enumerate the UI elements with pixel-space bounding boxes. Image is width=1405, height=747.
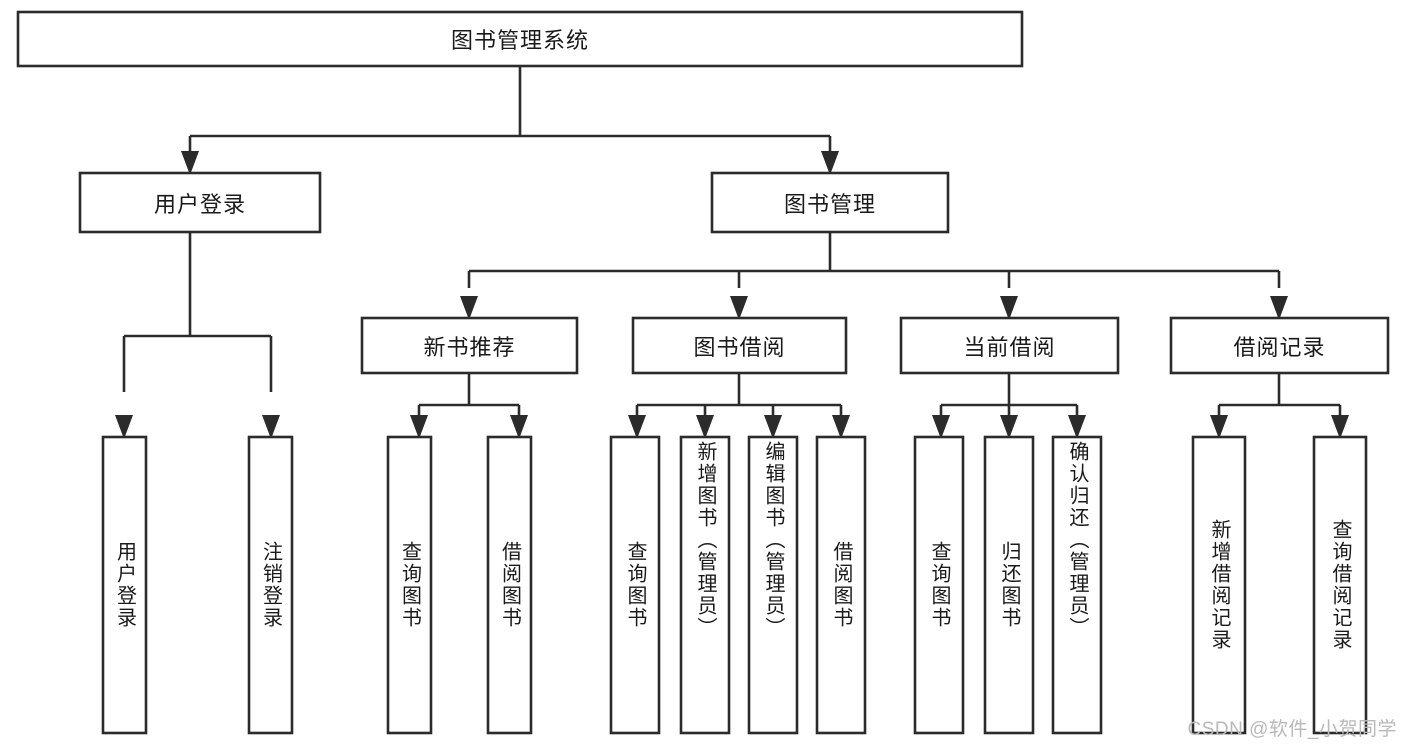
- arrowhead-book-borrow: [730, 296, 748, 320]
- arrowhead-leaf-borrow-book-2: [832, 415, 850, 439]
- connector-group-current-borrow: [932, 373, 1086, 439]
- connector-group-book-borrow: [628, 373, 850, 439]
- node-box-new-book-recommend[interactable]: [360, 316, 579, 375]
- node-box-leaf-query-book-3[interactable]: [913, 435, 965, 735]
- arrowhead-leaf-logout-login: [262, 415, 280, 439]
- node-box-leaf-return-book[interactable]: [983, 435, 1035, 735]
- arrowhead-leaf-user-login: [115, 415, 133, 439]
- arrowhead-leaf-add-record: [1210, 415, 1228, 439]
- arrowhead-borrow-record: [1270, 296, 1288, 320]
- connector-group-borrow-record: [1210, 373, 1349, 439]
- connector-group-new-book-recommend: [410, 373, 528, 439]
- node-box-leaf-add-book[interactable]: [679, 435, 731, 735]
- arrowhead-user-login: [181, 151, 199, 175]
- node-box-leaf-borrow-book-2[interactable]: [815, 435, 867, 735]
- connector-group-user-login: [115, 232, 280, 439]
- connector-group-root: [181, 66, 839, 175]
- arrowhead-new-book-recommend: [460, 296, 478, 320]
- arrowhead-leaf-add-book: [696, 415, 714, 439]
- node-box-leaf-logout-login[interactable]: [247, 435, 294, 735]
- watermark-text: CSDN @软件_小贺同学: [1187, 719, 1397, 740]
- node-box-leaf-query-record[interactable]: [1312, 435, 1368, 735]
- arrowhead-leaf-confirm-return: [1068, 415, 1086, 439]
- node-box-current-borrow[interactable]: [899, 316, 1120, 375]
- node-box-leaf-add-record[interactable]: [1191, 435, 1247, 735]
- arrowhead-leaf-edit-book: [764, 415, 782, 439]
- node-box-leaf-edit-book[interactable]: [747, 435, 799, 735]
- arrowhead-leaf-query-book-1: [410, 415, 428, 439]
- node-box-leaf-query-book-2[interactable]: [609, 435, 661, 735]
- node-box-leaf-confirm-return[interactable]: [1051, 435, 1103, 735]
- arrowhead-leaf-return-book: [1000, 415, 1018, 439]
- node-box-leaf-borrow-book-1[interactable]: [486, 435, 533, 735]
- arrowhead-leaf-query-book-2: [628, 415, 646, 439]
- node-box-leaf-user-login[interactable]: [101, 435, 148, 735]
- arrowhead-current-borrow: [1000, 296, 1018, 320]
- node-box-book-manage[interactable]: [710, 171, 950, 234]
- node-box-book-borrow[interactable]: [631, 316, 848, 375]
- arrowhead-leaf-query-book-3: [932, 415, 950, 439]
- arrowhead-leaf-borrow-book-1: [510, 415, 528, 439]
- node-box-root[interactable]: [16, 10, 1024, 68]
- connector-group-book-manage: [460, 232, 1288, 320]
- node-box-borrow-record[interactable]: [1169, 316, 1390, 375]
- arrowhead-book-manage: [821, 151, 839, 175]
- arrowhead-leaf-query-record: [1331, 415, 1349, 439]
- node-box-user-login[interactable]: [78, 171, 322, 234]
- node-box-leaf-query-book-1[interactable]: [386, 435, 433, 735]
